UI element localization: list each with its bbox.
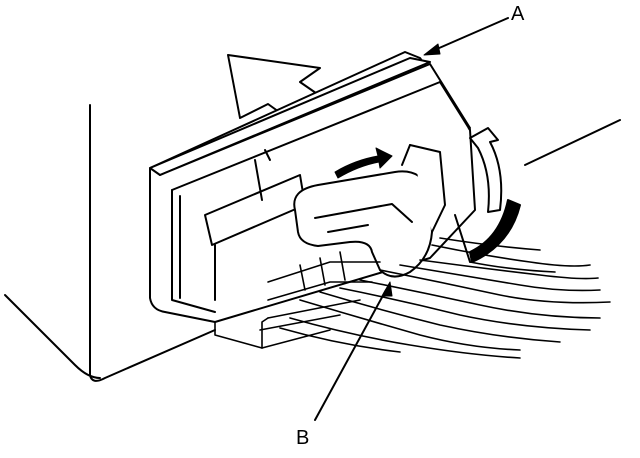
callout-label-b: B: [296, 427, 310, 449]
leader-arrowhead-a: [423, 43, 441, 56]
wire-harness: [214, 237, 611, 359]
lock-lever: [293, 144, 446, 278]
callout-label-a: A: [511, 3, 525, 25]
panel-outline: [4, 104, 621, 382]
leader-line-b: [314, 289, 387, 421]
leader-lines: [314, 17, 509, 421]
leader-arrowhead-b: [381, 281, 393, 297]
lever-rotation-arrow: [334, 147, 393, 179]
leader-line-a: [429, 17, 509, 53]
